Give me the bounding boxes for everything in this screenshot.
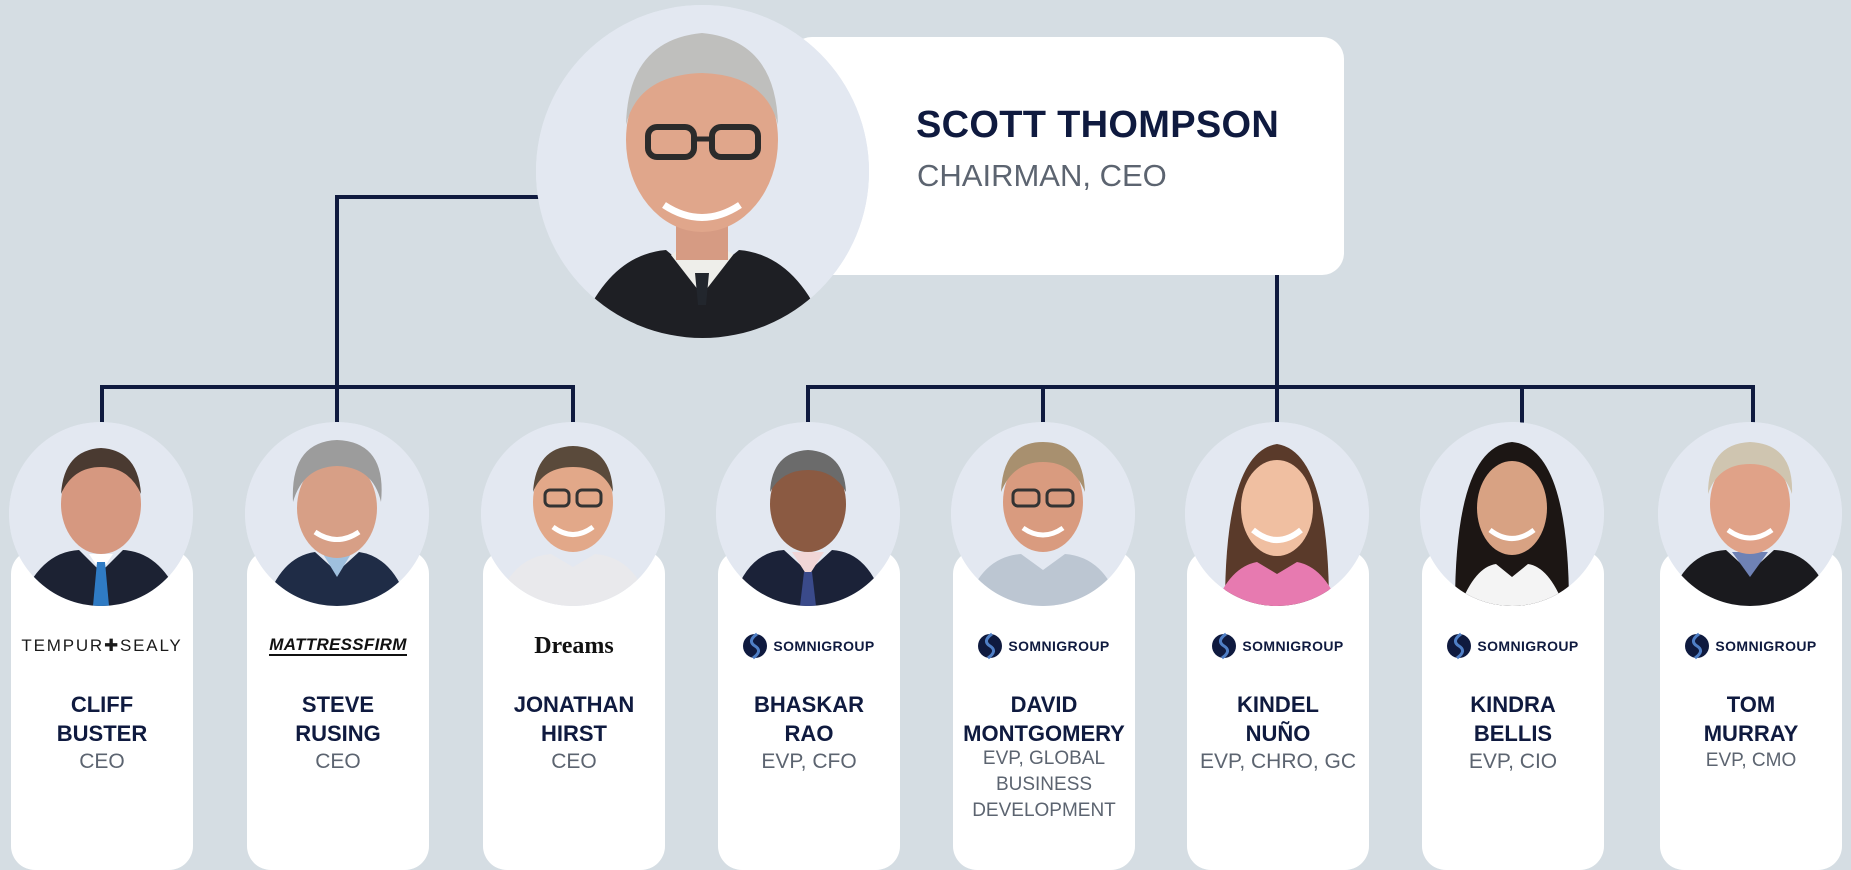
somnigroup-logo-text: SOMNIGROUP	[1477, 638, 1579, 654]
member-first-name: DAVID	[1010, 692, 1078, 717]
member-role: CEO	[315, 750, 361, 773]
member-photo	[481, 422, 665, 606]
somnigroup-logo: SOMNIGROUP	[743, 631, 874, 661]
member-photo	[1420, 422, 1604, 606]
somnigroup-mark-icon	[978, 632, 1003, 660]
member-role: EVP, CHRO, GC	[1200, 750, 1356, 773]
member-last-name: RUSING	[295, 721, 381, 746]
member-role: EVP, CIO	[1468, 750, 1558, 773]
somnigroup-logo: SOMNIGROUP	[1212, 631, 1343, 661]
portrait-icon	[9, 422, 193, 606]
connector-ceo-left	[335, 195, 540, 387]
somnigroup-logo: SOMNIGROUP	[978, 631, 1109, 661]
brand-logo: TEMPUR✚SEALY	[9, 626, 195, 666]
member-card-steve-rusing: MATTRESSFIRM STEVE RUSING CEO	[245, 420, 431, 870]
member-card-kindra-bellis: SOMNIGROUP KINDRA BELLIS EVP, CIO	[1420, 420, 1606, 870]
somnigroup-mark-icon	[1685, 632, 1710, 660]
brand-logo: SOMNIGROUP	[1658, 626, 1844, 666]
portrait-icon	[1658, 422, 1842, 606]
member-card-cliff-buster: TEMPUR✚SEALY CLIFF BUSTER CEO	[9, 420, 195, 870]
member-card-kindel-nuno: SOMNIGROUP KINDEL NUÑO EVP, CHRO, GC	[1185, 420, 1371, 870]
brand-logo: MATTRESSFIRM	[245, 626, 431, 666]
portrait-icon	[951, 422, 1135, 606]
member-photo	[245, 422, 429, 606]
ceo-title: CHAIRMAN, CEO	[917, 158, 1167, 193]
member-card-tom-murray: SOMNIGROUP TOM MURRAY EVP, CMO	[1658, 420, 1844, 870]
brand-logo: SOMNIGROUP	[951, 626, 1137, 666]
ceo-portrait-icon	[536, 5, 869, 338]
member-last-name: MURRAY	[1703, 721, 1799, 746]
ceo-card	[790, 37, 1344, 275]
member-last-name: NUÑO	[1245, 721, 1311, 746]
tempur-sealy-logo: TEMPUR✚SEALY	[21, 636, 183, 655]
dreams-logo: Dreams	[534, 632, 614, 659]
member-photo	[1658, 422, 1842, 606]
member-photo	[951, 422, 1135, 606]
somnigroup-logo: SOMNIGROUP	[1447, 631, 1578, 661]
member-last-name: HIRST	[541, 721, 607, 746]
member-name: JONATHAN HIRST	[481, 690, 667, 748]
ceo-photo	[536, 5, 869, 338]
somnigroup-logo: SOMNIGROUP	[1685, 631, 1816, 661]
member-first-name: BHASKAR	[754, 692, 864, 717]
member-name: DAVID MONTGOMERY	[951, 690, 1137, 748]
somnigroup-logo-text: SOMNIGROUP	[1008, 638, 1110, 654]
member-first-name: KINDEL	[1237, 692, 1319, 717]
member-role: CEO	[79, 750, 125, 773]
member-card-david-montgomery: SOMNIGROUP DAVID MONTGOMERY EVP, GLOBAL …	[951, 420, 1137, 870]
member-card-bhaskar-rao: SOMNIGROUP BHASKAR RAO EVP, CFO	[716, 420, 902, 870]
member-photo	[9, 422, 193, 606]
somnigroup-logo-text: SOMNIGROUP	[1242, 638, 1344, 654]
portrait-icon	[1185, 422, 1369, 606]
somnigroup-mark-icon	[1212, 632, 1237, 660]
portrait-icon	[245, 422, 429, 606]
brand-logo: SOMNIGROUP	[1420, 626, 1606, 666]
somnigroup-mark-icon	[743, 632, 768, 660]
member-name: BHASKAR RAO	[716, 690, 902, 748]
member-first-name: CLIFF	[70, 692, 134, 717]
member-role: EVP, CFO	[761, 750, 857, 773]
ceo-name: SCOTT THOMPSON	[916, 104, 1280, 146]
member-name: CLIFF BUSTER	[9, 690, 195, 748]
brand-logo: SOMNIGROUP	[716, 626, 902, 666]
member-last-name: BUSTER	[56, 721, 148, 746]
portrait-icon	[716, 422, 900, 606]
member-name: TOM MURRAY	[1658, 690, 1844, 748]
somnigroup-logo-text: SOMNIGROUP	[773, 638, 875, 654]
member-name: KINDRA BELLIS	[1420, 690, 1606, 748]
member-role: EVP, CMO	[1705, 750, 1797, 771]
member-first-name: STEVE	[301, 692, 375, 717]
member-first-name: JONATHAN	[513, 692, 635, 717]
member-first-name: TOM	[1726, 692, 1776, 717]
portrait-icon	[481, 422, 665, 606]
member-card-jonathan-hirst: Dreams JONATHAN HIRST CEO	[481, 420, 667, 870]
member-first-name: KINDRA	[1470, 692, 1556, 717]
member-name: KINDEL NUÑO	[1185, 690, 1371, 748]
brand-logo: SOMNIGROUP	[1185, 626, 1371, 666]
mattress-firm-logo: MATTRESSFIRM	[269, 635, 407, 656]
portrait-icon	[1420, 422, 1604, 606]
somnigroup-mark-icon	[1447, 632, 1472, 660]
member-role: EVP, GLOBAL BUSINESS DEVELOPMENT	[972, 748, 1116, 821]
somnigroup-logo-text: SOMNIGROUP	[1715, 638, 1817, 654]
member-photo	[716, 422, 900, 606]
member-last-name: BELLIS	[1473, 721, 1553, 746]
member-name: STEVE RUSING	[245, 690, 431, 748]
member-role: CEO	[551, 750, 597, 773]
member-photo	[1185, 422, 1369, 606]
member-last-name: MONTGOMERY	[963, 721, 1125, 746]
brand-logo: Dreams	[481, 626, 667, 666]
member-last-name: RAO	[784, 721, 834, 746]
